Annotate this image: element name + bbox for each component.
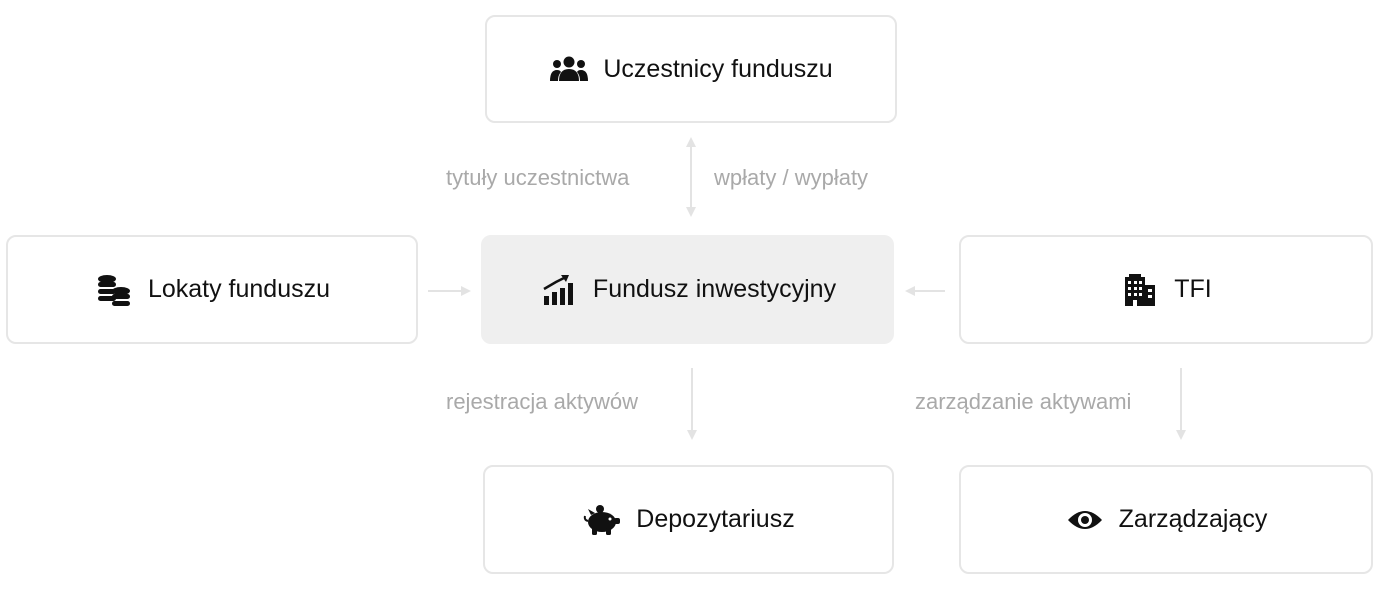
node-manager: Zarządzający [959, 465, 1373, 574]
piggy-bank-icon [582, 502, 622, 538]
edge-label-asset-registration: rejestracja aktywów [446, 389, 638, 414]
chart-growth-icon [539, 272, 579, 308]
node-tfi: TFI [959, 235, 1373, 344]
eye-icon [1065, 502, 1105, 538]
edge-label-payments: wpłaty / wypłaty [714, 165, 869, 190]
node-fund: Fundusz inwestycyjny [481, 235, 894, 344]
node-label: Zarządzający [1118, 505, 1268, 533]
coins-icon [94, 272, 134, 308]
users-icon [549, 51, 589, 87]
edge-label-participation-units: tytuły uczestnictwa [446, 165, 630, 190]
building-icon [1120, 272, 1160, 308]
node-investments: Lokaty funduszu [6, 235, 418, 344]
edge-label-asset-management: zarządzanie aktywami [915, 389, 1132, 414]
node-label: Lokaty funduszu [147, 275, 331, 303]
node-label: Depozytariusz [636, 505, 795, 533]
node-label: Fundusz inwestycyjny [592, 275, 837, 303]
node-depositary: Depozytariusz [483, 465, 894, 574]
node-participants: Uczestnicy funduszu [485, 15, 897, 123]
node-label: TFI [1174, 275, 1212, 303]
node-label: Uczestnicy funduszu [603, 54, 833, 83]
